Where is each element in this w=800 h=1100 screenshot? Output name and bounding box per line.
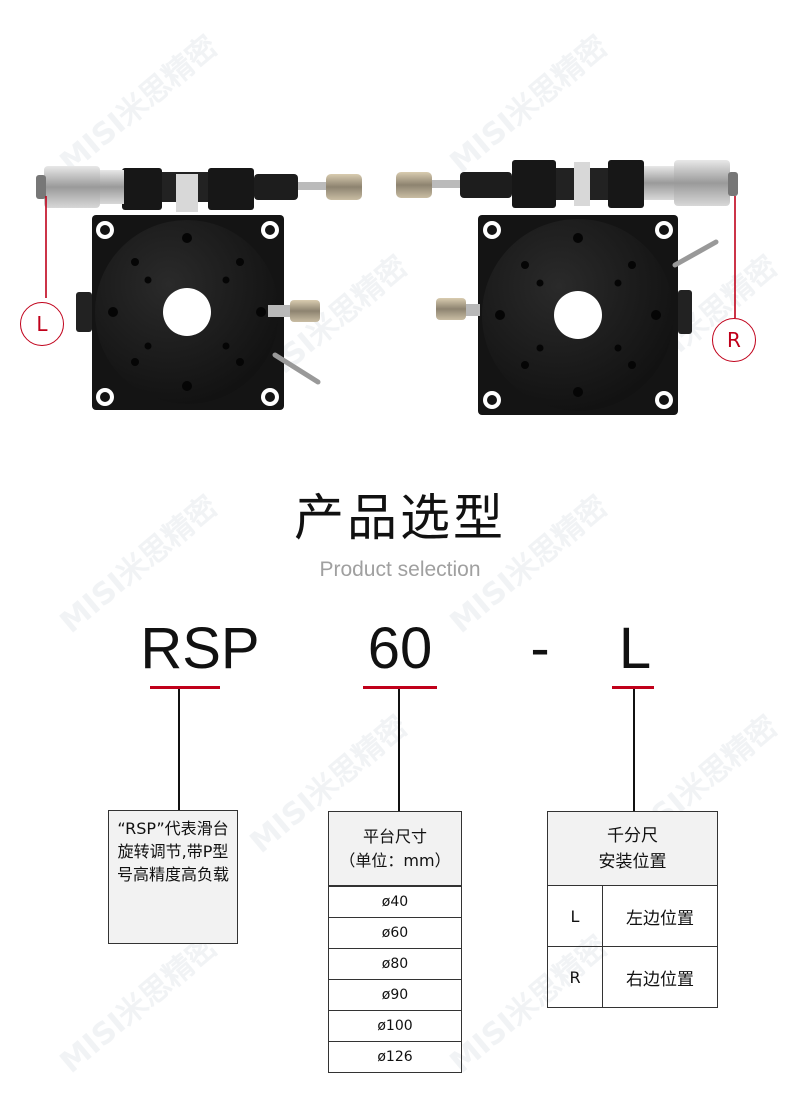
underline-size	[363, 686, 437, 689]
platform-size-table: 平台尺寸 （单位：mm） ø40 ø60 ø80 ø90 ø100 ø126	[328, 811, 462, 1073]
position-value: 右边位置	[626, 969, 694, 990]
series-description-box: “RSP”代表滑台旋转调节,带P型号高精度高负载	[108, 810, 238, 944]
model-code-position: L	[618, 616, 652, 681]
table-row: ø80	[329, 948, 461, 979]
micrometer-position-header: 千分尺 安装位置	[548, 812, 717, 886]
callout-right-marker: R	[712, 318, 756, 362]
table-row: ø40	[329, 886, 461, 917]
model-code-size: 60	[367, 616, 433, 681]
table-row: L 左边位置	[548, 886, 717, 946]
stage-left-image	[36, 166, 362, 410]
micrometer-header-title: 千分尺	[607, 825, 658, 846]
table-row: ø60	[329, 917, 461, 948]
connector-position	[633, 689, 635, 811]
model-code-series: RSP	[140, 616, 260, 681]
platform-size-header-title: 平台尺寸	[362, 826, 427, 846]
position-key: L	[548, 886, 603, 946]
page-subtitle: Product selection	[319, 558, 481, 581]
model-code-separator: -	[530, 616, 550, 681]
stage-right-image	[396, 160, 738, 415]
connector-size	[398, 689, 400, 811]
connector-series	[178, 689, 180, 810]
table-row: ø126	[329, 1041, 461, 1072]
callout-left-marker: L	[20, 302, 64, 346]
position-value: 左边位置	[626, 908, 694, 929]
underline-series	[150, 686, 220, 689]
series-description-text: “RSP”代表滑台旋转调节,带P型号高精度高负载	[116, 819, 229, 884]
platform-size-header-unit: （单位：mm）	[339, 850, 451, 870]
underline-position	[612, 686, 654, 689]
product-illustration	[36, 160, 738, 415]
position-key: R	[548, 947, 603, 1007]
watermark: MISI米思精密	[53, 928, 225, 1081]
page-title: 产品选型	[294, 489, 506, 547]
table-row: ø100	[329, 1010, 461, 1041]
table-row: R 右边位置	[548, 946, 717, 1007]
platform-size-header: 平台尺寸 （单位：mm）	[329, 812, 461, 886]
table-row: ø90	[329, 979, 461, 1010]
micrometer-position-table: 千分尺 安装位置 L 左边位置 R 右边位置	[547, 811, 718, 1008]
micrometer-header-subtitle: 安装位置	[598, 851, 667, 872]
